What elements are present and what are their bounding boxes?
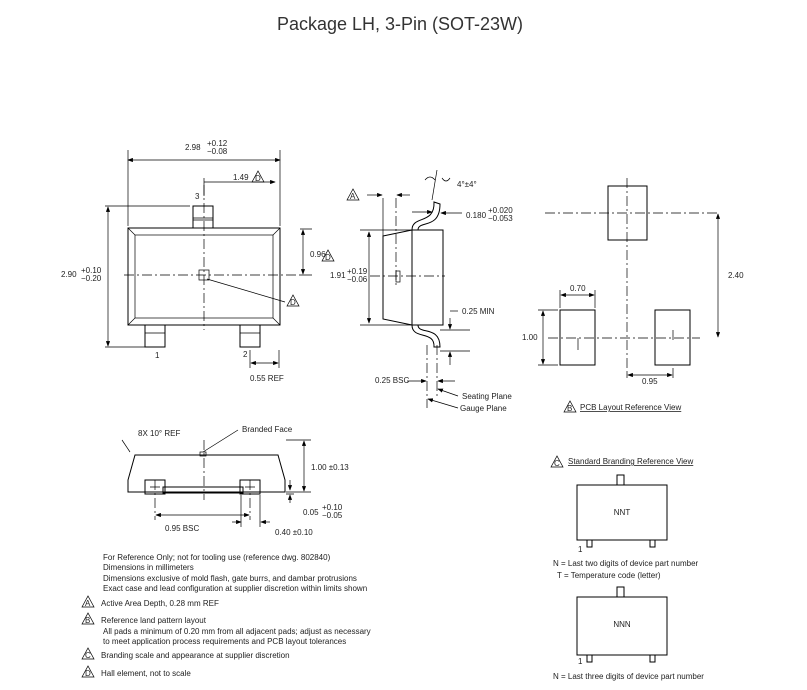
- top-view-pin1-text: 1: [155, 351, 160, 360]
- branding-note2-text: N = Last three digits of device part num…: [553, 672, 704, 681]
- front-view-lead-w-text: 0.40 ±0.10: [275, 528, 313, 537]
- front-view-standoff-plus-text: +0.10: [322, 503, 343, 512]
- front-view-height-text: 1.00 ±0.13: [311, 463, 349, 472]
- marker-d-icon: D: [321, 249, 335, 262]
- page-title: Package LH, 3-Pin (SOT-23W): [277, 14, 523, 34]
- side-view-lead-thk-text: 0.180: [466, 211, 487, 220]
- top-view-width-text: 2.98: [185, 143, 201, 152]
- markers-d-text: D: [325, 253, 331, 262]
- side-view-bsc-text: 0.25 BSC: [375, 376, 409, 385]
- front-view-standoff-minus-text: −0.05: [322, 511, 343, 520]
- notes-d-text: Hall element, not to scale: [101, 669, 191, 678]
- markers-b-text: B: [85, 616, 90, 625]
- notes-n3-text: Dimensions exclusive of mold flash, gate…: [103, 574, 357, 583]
- side-view-gauge-text: Gauge Plane: [460, 404, 507, 413]
- markers-d-text: D: [255, 174, 261, 183]
- pin-3: [192, 205, 214, 229]
- top-view-half-width-text: 1.49: [233, 173, 249, 182]
- notes: For Reference Only; not for tooling use …: [81, 553, 371, 678]
- marker-d-icon: D: [251, 170, 265, 183]
- notes-n4-text: Exact case and lead configuration at sup…: [103, 584, 367, 593]
- front-view-standoff-text: 0.05: [303, 508, 319, 517]
- pcb-layout-view: 2.40 0.70 1.00 0.95 B PCB Layout Referen…: [522, 178, 744, 413]
- front-view: 8X 10° REF Branded Face 1.00 ±0.13 0.05+…: [121, 425, 349, 537]
- top-view-width-tol-plus-text: +0.12: [207, 139, 228, 148]
- marker-b-icon: B: [81, 612, 95, 625]
- notes-a-text: Active Area Depth, 0.28 mm REF: [101, 599, 219, 608]
- marker-d-icon: D: [286, 294, 300, 307]
- pcb-label-text: PCB Layout Reference View: [580, 403, 681, 412]
- top-view-pin3-text: 3: [195, 192, 200, 201]
- top-view-height-text: 2.90: [61, 270, 77, 279]
- markers-d-text: D: [85, 669, 91, 678]
- marker-c-icon: C: [81, 647, 95, 660]
- marker-a-icon: A: [346, 188, 360, 201]
- notes-n1-text: For Reference Only; not for tooling use …: [103, 553, 331, 562]
- side-view-body-minus-text: −0.06: [347, 275, 368, 284]
- top-view: 2.98+0.12−0.08 1.49 2.90+0.10−0.20 0.96 …: [61, 139, 335, 383]
- branding-view: C Standard Branding Reference View NNT 1…: [550, 455, 704, 681]
- branding-mark2-text: NNN: [613, 620, 631, 629]
- top-view-width-tol-minus-text: −0.08: [207, 147, 228, 156]
- branding-mark1-text: NNT: [614, 508, 631, 517]
- front-view-draft-text: 8X 10° REF: [138, 429, 180, 438]
- marker-a-icon: A: [81, 595, 95, 608]
- branding-pin1-text: 1: [578, 545, 583, 554]
- side-view-angle-text: 4°±4°: [457, 180, 477, 189]
- marker-d-icon: D: [81, 665, 95, 678]
- notes-n2-text: Dimensions in millimeters: [103, 563, 194, 572]
- markers-b-text: B: [567, 404, 572, 413]
- branding-note1a-text: N = Last two digits of device part numbe…: [553, 559, 699, 568]
- pcb-pad-w-text: 0.70: [570, 284, 586, 293]
- pin-2: [239, 324, 261, 348]
- top-view-height-tol-minus-text: −0.20: [81, 274, 102, 283]
- markers-c-text: C: [554, 459, 560, 468]
- marker-b-icon: B: [563, 400, 577, 413]
- markers-a-text: A: [85, 599, 91, 608]
- pcb-span-text: 2.40: [728, 271, 744, 280]
- pcb-pad-h-text: 1.00: [522, 333, 538, 342]
- side-view-lead-thk-plus-text: +0.020: [488, 206, 513, 215]
- front-view-branded-text: Branded Face: [242, 425, 293, 434]
- side-view-body-plus-text: +0.19: [347, 267, 368, 276]
- branding-note1b-text: T = Temperature code (letter): [557, 571, 661, 580]
- notes-b2-text: All pads a minimum of 0.20 mm from all a…: [103, 627, 371, 636]
- side-view-seating-text: Seating Plane: [462, 392, 512, 401]
- branding-pin1-text: 1: [578, 657, 583, 666]
- top-view-pin2-text: 2: [243, 350, 248, 359]
- branding-label-text: Standard Branding Reference View: [568, 457, 693, 466]
- front-view-pitch-text: 0.95 BSC: [165, 524, 199, 533]
- side-view-lead-thk-minus-text: −0.053: [488, 214, 513, 223]
- notes-c-text: Branding scale and appearance at supplie…: [101, 651, 290, 660]
- markers-c-text: C: [85, 651, 91, 660]
- notes-b1-text: Reference land pattern layout: [101, 616, 207, 625]
- hall-element: [198, 269, 210, 281]
- side-view-min-text: 0.25 MIN: [462, 307, 495, 316]
- side-view: 4°±4° 0.180+0.020−0.053 1.91+0.19−0.06 0…: [330, 169, 513, 413]
- top-view-height-tol-plus-text: +0.10: [81, 266, 102, 275]
- side-view-body-text: 1.91: [330, 271, 346, 280]
- top-view-lead-ref-text: 0.55 REF: [250, 374, 284, 383]
- notes-b3-text: to meet application process requirements…: [103, 637, 346, 646]
- top-view-offset-text: 0.96: [310, 250, 326, 259]
- markers-d-text: D: [290, 298, 296, 307]
- pcb-pitch-text: 0.95: [642, 377, 658, 386]
- markers-a-text: A: [350, 192, 356, 201]
- pin-1: [144, 324, 166, 348]
- marker-c-icon: C: [550, 455, 564, 468]
